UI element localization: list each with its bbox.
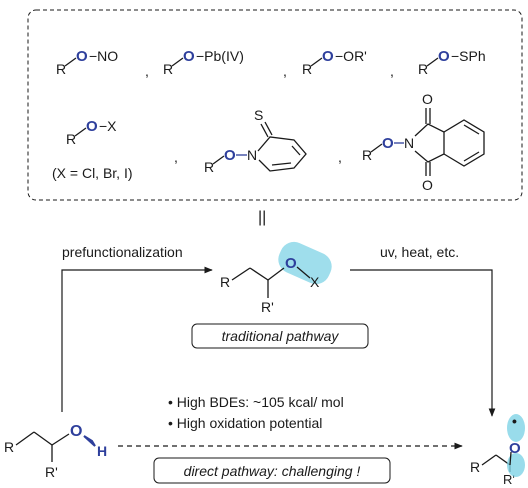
activation-arrow: [350, 269, 496, 417]
r-label: R: [302, 61, 312, 77]
substituent-label: −OR': [335, 48, 367, 64]
traditional-pathway-box: [191, 323, 369, 349]
substituent-label: −Pb(IV): [196, 48, 244, 64]
r-prime-label: R': [503, 472, 515, 487]
prefunctionalized-intermediate: R R' O X: [220, 241, 332, 315]
oxygen-label: O: [322, 48, 334, 65]
sulfenate: R O −SPh: [418, 48, 486, 77]
reagent-box: [27, 9, 523, 201]
orbital-highlight: [278, 241, 332, 285]
peroxide: R O −OR': [302, 48, 367, 77]
o-h-wedge-bond: [83, 435, 96, 447]
oxygen-label: O: [438, 48, 450, 65]
equivalence-sign: ||: [258, 209, 266, 226]
sulfur-label: S: [254, 107, 263, 123]
carbonyl-oxygen-label: O: [422, 177, 433, 193]
r-prime-label: R': [45, 464, 58, 480]
oxygen-label: O: [285, 255, 297, 272]
alcohol-substrate: R R' O H: [4, 423, 107, 480]
substituent-label: −NO: [89, 48, 118, 64]
oxygen-label: O: [183, 48, 195, 65]
separator-comma: ,: [283, 63, 287, 79]
oxygen-label: O: [382, 135, 394, 152]
bde-bullet: • High BDEs: ~105 kcal/ mol: [168, 394, 344, 410]
x-label: X: [310, 274, 320, 290]
lead-alkoxide: R O −Pb(IV): [163, 48, 244, 77]
nitrogen-label: N: [404, 135, 414, 151]
r-label: R: [4, 439, 14, 455]
traditional-pathway-label: traditional pathway: [222, 328, 340, 344]
r-label: R: [362, 147, 372, 163]
radical-dot: •: [512, 413, 517, 429]
r-label: R: [163, 61, 173, 77]
r-prime-label: R': [261, 299, 274, 315]
prefunctionalization-arrow: [61, 266, 213, 412]
direct-pathway-label: direct pathway: challenging !: [184, 463, 361, 479]
r-label: R: [204, 159, 214, 175]
separator-comma: ,: [174, 149, 178, 165]
separator-comma: ,: [338, 149, 342, 165]
nitrogen-label: N: [247, 147, 257, 163]
separator-comma: ,: [145, 63, 149, 79]
substituent-label: −X: [99, 118, 117, 134]
oxygen-label: O: [509, 440, 521, 457]
hypohalite: R O −X (X = Cl, Br, I): [52, 118, 133, 181]
substituent-label: −SPh: [451, 48, 486, 64]
r-label: R: [470, 459, 480, 475]
r-label: R: [66, 131, 76, 147]
oxygen-label: O: [70, 423, 82, 440]
oxygen-label: O: [224, 147, 236, 164]
barton-ester: R O N S: [204, 107, 307, 175]
r-label: R: [56, 61, 66, 77]
oxidation-potential-bullet: • High oxidation potential: [168, 415, 322, 431]
oxygen-label: O: [86, 118, 98, 135]
n-alkoxyphthalimide: R O N O O: [362, 91, 485, 193]
hydrogen-label: H: [97, 443, 107, 459]
alkyl-nitrite: R O −NO: [56, 48, 118, 77]
orbital-lobe-top: [507, 414, 525, 442]
orbital-lobe-bottom: [507, 453, 525, 477]
r-label: R: [418, 61, 428, 77]
separator-comma: ,: [390, 63, 394, 79]
conditions-label: uv, heat, etc.: [380, 244, 459, 260]
direct-pathway-box: [153, 457, 391, 484]
prefunctionalization-label: prefunctionalization: [62, 244, 183, 260]
oxygen-label: O: [76, 48, 88, 65]
carbonyl-oxygen-label: O: [422, 91, 433, 107]
alkoxy-radical: R R' • O: [470, 413, 525, 487]
r-label: R: [220, 274, 230, 290]
halogen-note: (X = Cl, Br, I): [52, 165, 133, 181]
